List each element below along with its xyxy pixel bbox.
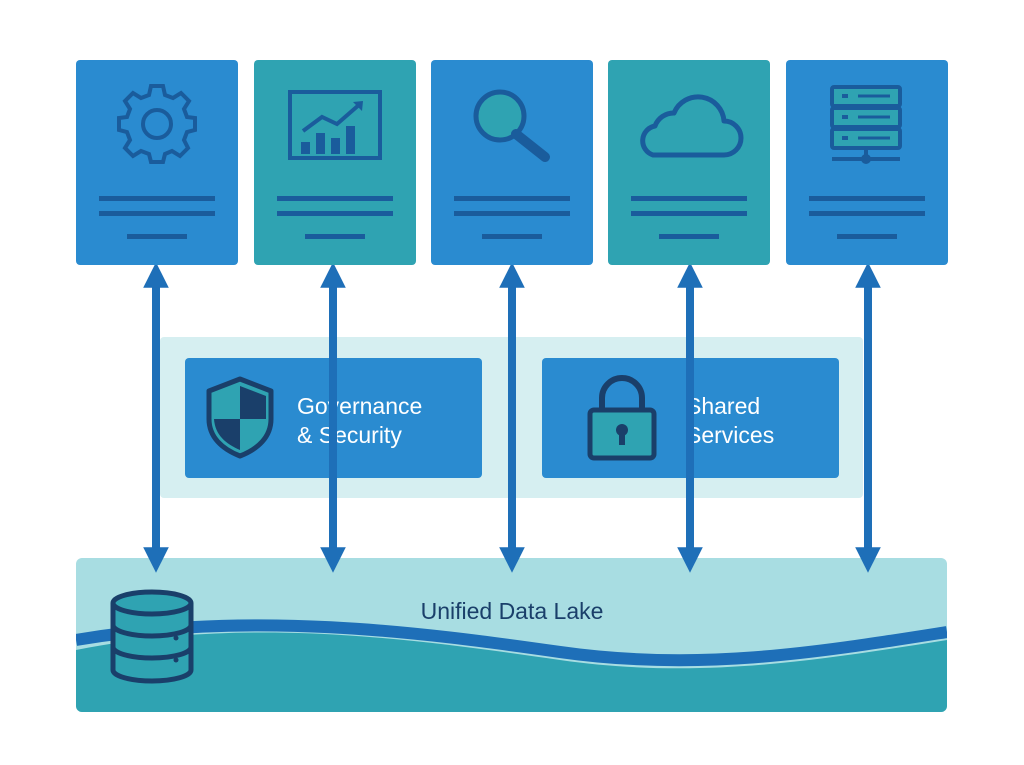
database-icon	[110, 589, 194, 684]
service-card-3	[431, 60, 593, 265]
card-2-text-lines	[277, 196, 393, 239]
card-3-text-lines	[454, 196, 570, 239]
search-icon	[473, 89, 550, 162]
analytics-chart-icon	[288, 90, 382, 160]
lock-icon	[587, 375, 657, 461]
governance-security-box: Governance & Security	[185, 358, 482, 478]
card-1-text-lines	[99, 196, 215, 239]
shared-label-line1: Shared	[686, 393, 760, 419]
service-card-4	[608, 60, 770, 265]
governance-label-line2: & Security	[297, 422, 402, 448]
lake-wave-blue	[76, 619, 947, 667]
service-card-5	[786, 60, 948, 265]
governance-label-line1: Governance	[297, 393, 422, 419]
shared-label-line2: Services	[686, 422, 774, 448]
connector-arrows	[143, 262, 881, 573]
shield-icon	[206, 376, 274, 459]
data-lake-label: Unified Data Lake	[421, 598, 604, 624]
service-card-2	[254, 60, 416, 265]
server-icon	[830, 85, 902, 164]
lake-wave-teal	[76, 632, 947, 712]
card-4-text-lines	[631, 196, 747, 239]
data-lake-panel: Unified Data Lake	[76, 558, 947, 712]
gear-icon	[117, 84, 197, 164]
card-5-text-lines	[809, 196, 925, 239]
service-card-1	[76, 60, 238, 265]
cloud-icon	[640, 94, 744, 158]
